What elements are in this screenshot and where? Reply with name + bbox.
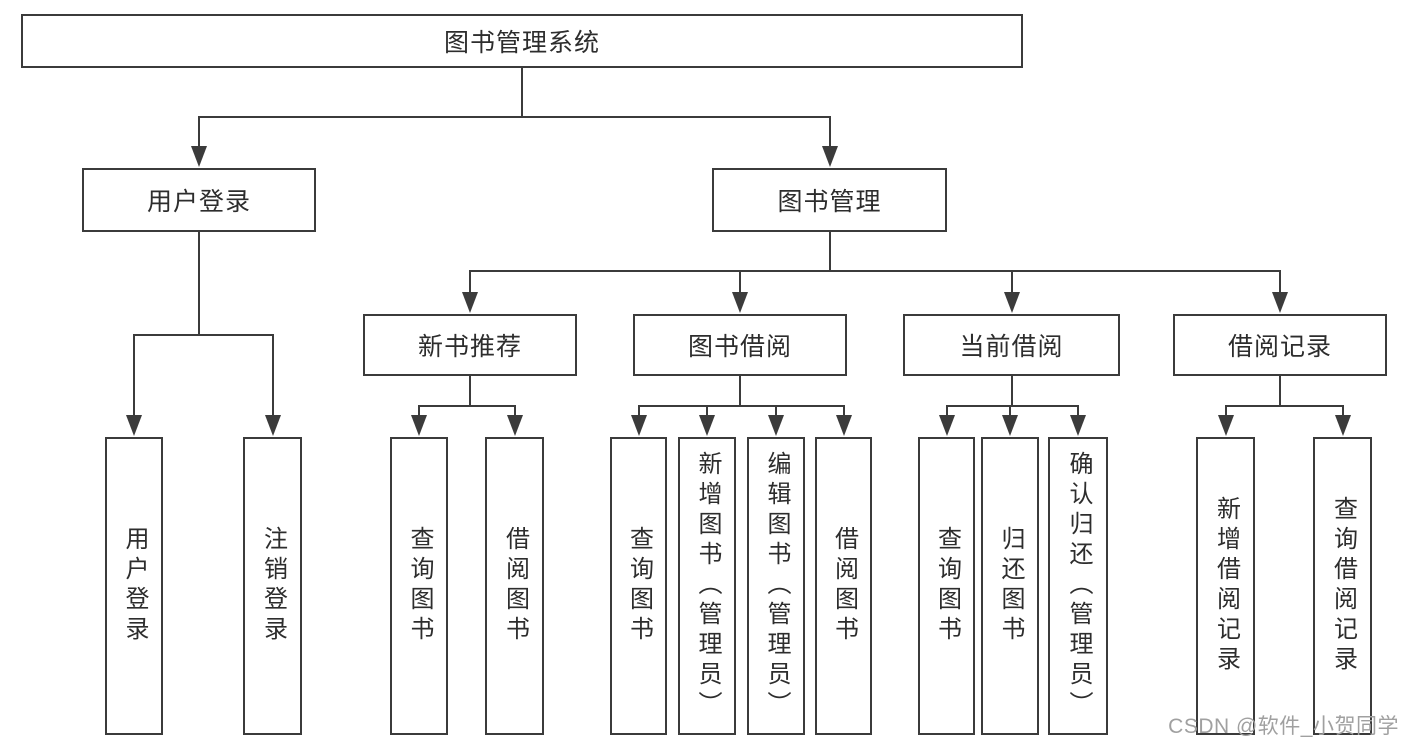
arrowhead-user-login-leaf: [126, 415, 142, 436]
label-borrow-books-recommend: 借阅图书: [501, 526, 529, 646]
box-borrowing-records: 借阅记录: [1173, 314, 1387, 376]
box-search-books-borrowing: 查询图书: [610, 437, 667, 735]
connector-drop-new-book-recommendation: [469, 271, 471, 298]
box-logout-leaf: 注销登录: [243, 437, 302, 735]
arrowhead-search-borrow-record: [1334, 415, 1351, 436]
label-add-books-admin: 新增图书（管理员）: [694, 451, 721, 721]
label-search-books-borrowing: 查询图书: [625, 526, 653, 646]
arrowhead-search-books-recommend: [411, 415, 427, 436]
label-edit-books-admin: 编辑图书（管理员）: [763, 451, 790, 721]
connector-stem-book-management: [828, 232, 831, 271]
connector-drop-return-books: [1009, 406, 1011, 421]
box-search-borrow-record: 查询借阅记录: [1313, 437, 1372, 735]
label-return-books: 归还图书: [997, 526, 1024, 646]
arrowhead-user-login: [191, 146, 207, 167]
connector-branch-user-login: [133, 334, 274, 336]
label-confirm-return-admin: 确认归还（管理员）: [1065, 451, 1092, 721]
box-edit-books-admin: 编辑图书（管理员）: [747, 437, 805, 735]
box-add-books-admin: 新增图书（管理员）: [678, 437, 736, 735]
arrowhead-borrow-books-borrowing: [835, 415, 852, 436]
connector-stem-borrowing-records: [1279, 376, 1281, 406]
connector-branch-book-borrowing: [637, 405, 845, 407]
connector-drop-search-books-borrowing: [637, 406, 640, 421]
arrowhead-borrowing-records: [1272, 292, 1288, 313]
arrowhead-add-borrow-record: [1217, 415, 1234, 436]
label-new-book-recommendation: 新书推荐: [417, 333, 522, 361]
box-return-books: 归还图书: [981, 437, 1039, 735]
connector-stem-library-management-system: [521, 68, 523, 117]
box-user-login: 用户登录: [82, 168, 316, 232]
arrowhead-new-book-recommendation: [462, 292, 478, 313]
arrowhead-return-books: [1002, 415, 1018, 436]
arrowhead-add-books-admin: [699, 415, 715, 436]
connector-branch-new-book-recommendation: [418, 405, 516, 407]
box-library-management-system: 图书管理系统: [21, 14, 1023, 68]
arrowhead-current-borrowing: [1003, 292, 1020, 313]
label-borrow-books-borrowing: 借阅图书: [830, 526, 858, 646]
connector-stem-current-borrowing: [1010, 376, 1013, 406]
connector-drop-user-login-leaf: [133, 335, 135, 421]
connector-drop-book-management: [828, 117, 831, 152]
connector-drop-search-books-current: [945, 406, 948, 421]
connector-drop-current-borrowing: [1010, 271, 1013, 298]
arrowhead-book-management: [821, 146, 838, 167]
connector-drop-edit-books-admin: [775, 406, 777, 421]
box-search-books-current: 查询图书: [918, 437, 975, 735]
connector-branch-current-borrowing: [945, 405, 1079, 407]
label-book-borrowing: 图书借阅: [687, 333, 792, 361]
connector-drop-logout-leaf: [271, 335, 274, 421]
connector-drop-user-login: [198, 117, 200, 152]
connector-stem-book-borrowing: [739, 376, 741, 406]
label-user-login: 用户登录: [146, 188, 251, 216]
connector-stem-new-book-recommendation: [469, 376, 471, 406]
box-borrow-books-recommend: 借阅图书: [485, 437, 544, 735]
csdn-watermark: CSDN @软件_小贺同学: [1168, 715, 1399, 738]
box-book-borrowing: 图书借阅: [633, 314, 847, 376]
arrowhead-edit-books-admin: [768, 415, 784, 436]
connector-drop-add-borrow-record: [1224, 406, 1227, 421]
connector-drop-borrowing-records: [1279, 271, 1281, 298]
label-borrowing-records: 借阅记录: [1227, 333, 1332, 361]
connector-drop-borrow-books-recommend: [513, 406, 516, 421]
box-confirm-return-admin: 确认归还（管理员）: [1048, 437, 1108, 735]
label-user-login-leaf: 用户登录: [121, 526, 148, 646]
label-logout-leaf: 注销登录: [259, 526, 287, 646]
arrowhead-search-books-borrowing: [630, 415, 647, 436]
label-book-management: 图书管理: [777, 188, 882, 216]
connector-drop-search-books-recommend: [418, 406, 420, 421]
arrowhead-confirm-return-admin: [1070, 415, 1086, 436]
box-borrow-books-borrowing: 借阅图书: [815, 437, 872, 735]
connector-branch-borrowing-records: [1224, 405, 1344, 407]
label-add-borrow-record: 新增借阅记录: [1212, 496, 1240, 676]
connector-drop-add-books-admin: [706, 406, 708, 421]
connector-stem-user-login: [198, 232, 200, 335]
box-user-login-leaf: 用户登录: [105, 437, 163, 735]
arrowhead-borrow-books-recommend: [506, 415, 523, 436]
label-search-books-recommend: 查询图书: [406, 526, 433, 646]
arrowhead-logout-leaf: [264, 415, 281, 436]
box-add-borrow-record: 新增借阅记录: [1196, 437, 1255, 735]
connector-drop-search-borrow-record: [1341, 406, 1344, 421]
label-current-borrowing: 当前借阅: [959, 333, 1064, 361]
box-search-books-recommend: 查询图书: [390, 437, 448, 735]
box-current-borrowing: 当前借阅: [903, 314, 1120, 376]
box-new-book-recommendation: 新书推荐: [363, 314, 577, 376]
label-library-management-system: 图书管理系统: [443, 29, 600, 57]
box-book-management: 图书管理: [712, 168, 947, 232]
connector-branch-library-management-system: [198, 116, 831, 118]
arrowhead-book-borrowing: [732, 292, 748, 313]
label-search-books-current: 查询图书: [933, 526, 961, 646]
arrowhead-search-books-current: [938, 415, 955, 436]
connector-branch-book-management: [469, 270, 1281, 272]
connector-drop-borrow-books-borrowing: [842, 406, 845, 421]
label-search-borrow-record: 查询借阅记录: [1329, 496, 1357, 676]
connector-drop-book-borrowing: [739, 271, 741, 298]
connector-drop-confirm-return-admin: [1077, 406, 1079, 421]
